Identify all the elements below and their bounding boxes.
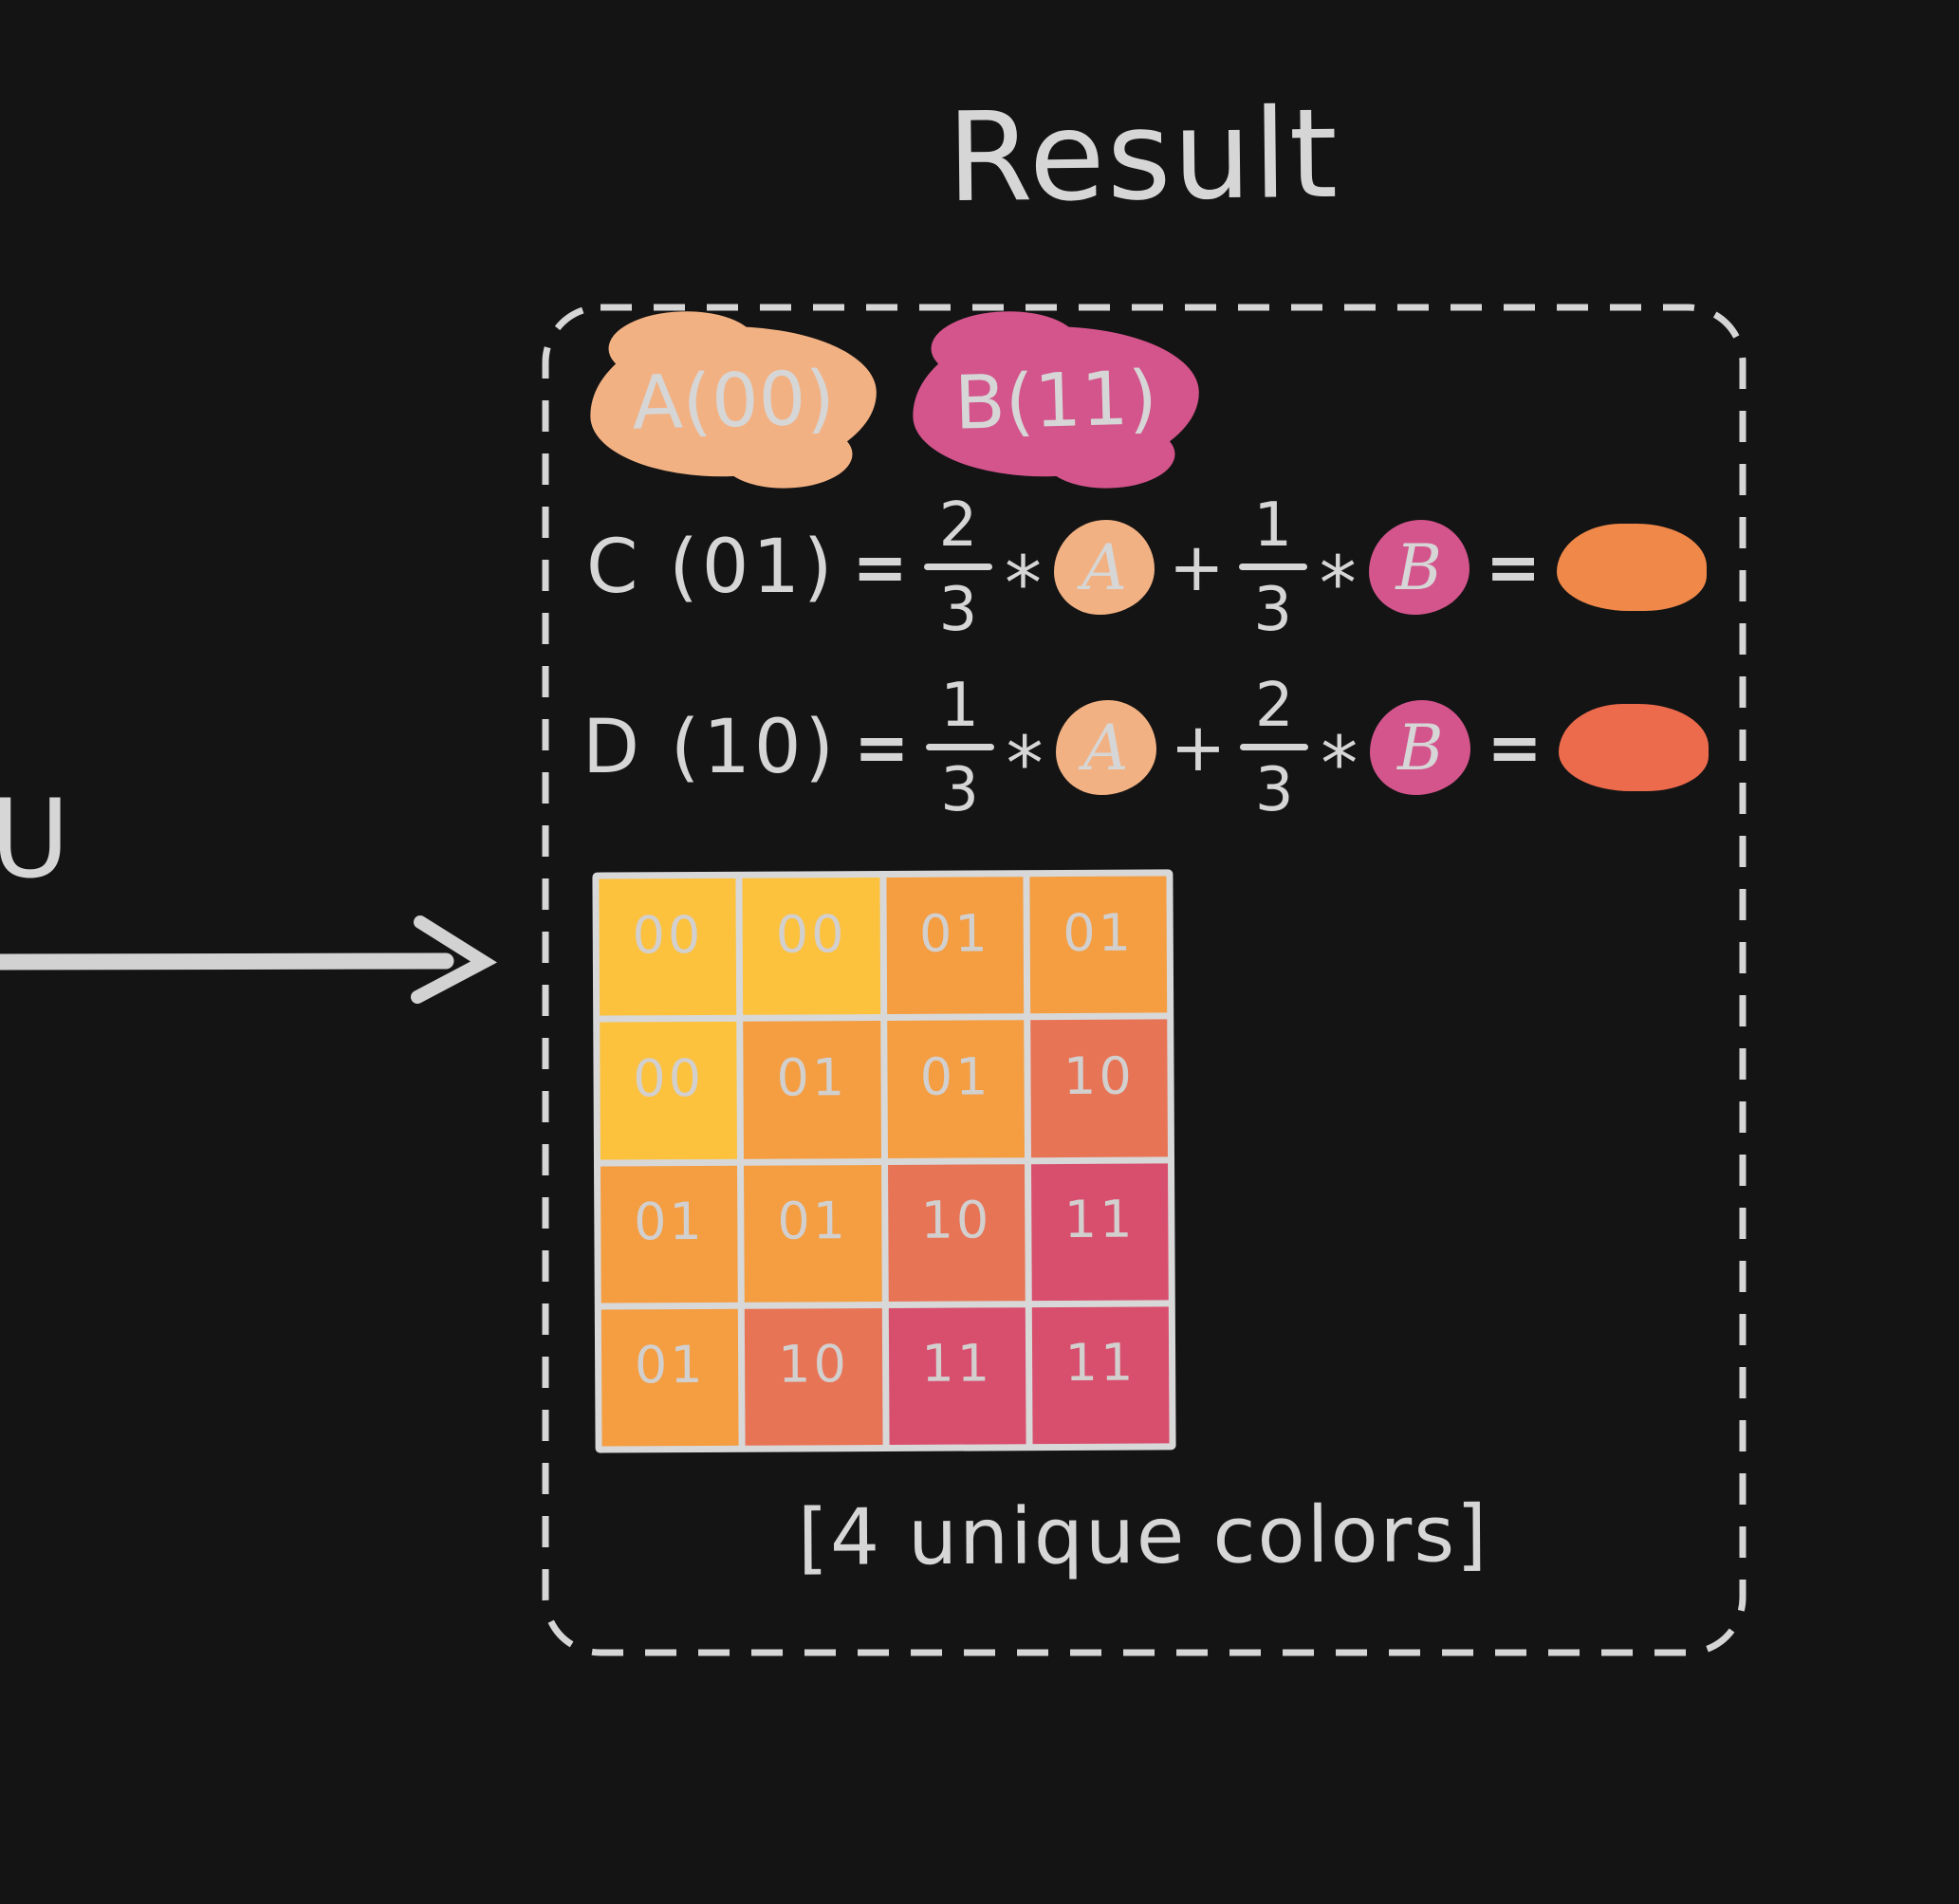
grid-cell: 11 (1031, 1306, 1170, 1445)
var-a-label: A (1082, 711, 1129, 785)
fraction-bar (1238, 563, 1307, 570)
fraction: 2 3 (1240, 670, 1309, 825)
unique-colors-caption: [4 unique colors] (797, 1489, 1489, 1583)
fraction-denominator: 3 (938, 574, 978, 645)
swatch-b-label: B(11) (953, 356, 1158, 447)
fraction: 1 3 (925, 670, 994, 825)
fraction-bar (924, 563, 993, 570)
grid-cell: 01 (601, 1308, 739, 1447)
fraction-bar (1240, 743, 1309, 750)
multiply-sign: * (1319, 542, 1357, 627)
fraction: 2 3 (924, 490, 993, 645)
plus-sign: + (1170, 709, 1227, 786)
multiply-sign: * (1321, 722, 1358, 807)
grid-cell: 01 (1029, 876, 1168, 1014)
flow-arrow-icon (0, 915, 498, 1004)
equals-sign: = (852, 528, 909, 606)
plus-sign: + (1169, 528, 1225, 606)
swatch-row: A(00) B(11) (587, 323, 1202, 480)
swatch-b: B(11) (910, 323, 1202, 480)
equals-sign: = (1487, 709, 1543, 786)
formula-d-lhs: D (10) (582, 705, 838, 790)
grid-cell: 10 (745, 1307, 883, 1446)
multiply-sign: * (1006, 722, 1044, 807)
var-b-blob: B (1368, 520, 1469, 615)
fraction-denominator: 3 (940, 754, 979, 825)
grid-cell: 10 (1029, 1019, 1168, 1157)
grid-cell: 01 (886, 1020, 1025, 1158)
equals-sign: = (1485, 528, 1542, 606)
result-c-color-blob (1557, 524, 1708, 611)
grid-cell: 11 (888, 1306, 1026, 1445)
multiply-sign: * (1005, 542, 1043, 627)
grid-cell: 01 (601, 1165, 739, 1303)
fraction-denominator: 3 (1254, 754, 1294, 825)
var-a-blob: A (1055, 700, 1156, 795)
fraction-numerator: 1 (1253, 490, 1293, 561)
var-b-label: B (1397, 711, 1444, 785)
grid-cell: 00 (600, 1022, 738, 1160)
equals-sign: = (853, 709, 910, 786)
fraction-bar (925, 743, 994, 750)
fraction-numerator: 2 (938, 490, 978, 561)
var-b-blob: B (1370, 700, 1471, 795)
u-label: U (0, 776, 70, 902)
fraction-numerator: 1 (940, 670, 979, 741)
var-a-blob: A (1054, 520, 1155, 615)
formula-d-row: D (10) = 1 3 * A + 2 3 * B = (582, 653, 1709, 842)
grid-cell: 00 (599, 878, 737, 1016)
fraction-numerator: 2 (1254, 670, 1294, 741)
grid-cell: 01 (885, 877, 1024, 1015)
grid-cell: 01 (743, 1021, 881, 1159)
grid-cell: 11 (1030, 1162, 1169, 1301)
grid-cell: 01 (744, 1164, 882, 1303)
grid-cell: 00 (742, 878, 880, 1016)
result-d-color-blob (1558, 704, 1709, 791)
swatch-a: A(00) (587, 323, 879, 480)
swatch-a-label: A(00) (631, 356, 836, 447)
fraction-denominator: 3 (1253, 574, 1293, 645)
formula-c-row: C (01) = 2 3 * A + 1 3 * B = (586, 472, 1708, 662)
page-title: Result (946, 81, 1340, 231)
var-b-label: B (1395, 530, 1442, 604)
grid-cell: 10 (887, 1163, 1026, 1302)
var-a-label: A (1081, 530, 1127, 604)
index-color-grid: 00 00 01 01 00 01 01 10 01 01 10 11 01 1… (592, 869, 1176, 1453)
formula-c-lhs: C (01) (586, 525, 837, 610)
fraction: 1 3 (1238, 490, 1307, 645)
